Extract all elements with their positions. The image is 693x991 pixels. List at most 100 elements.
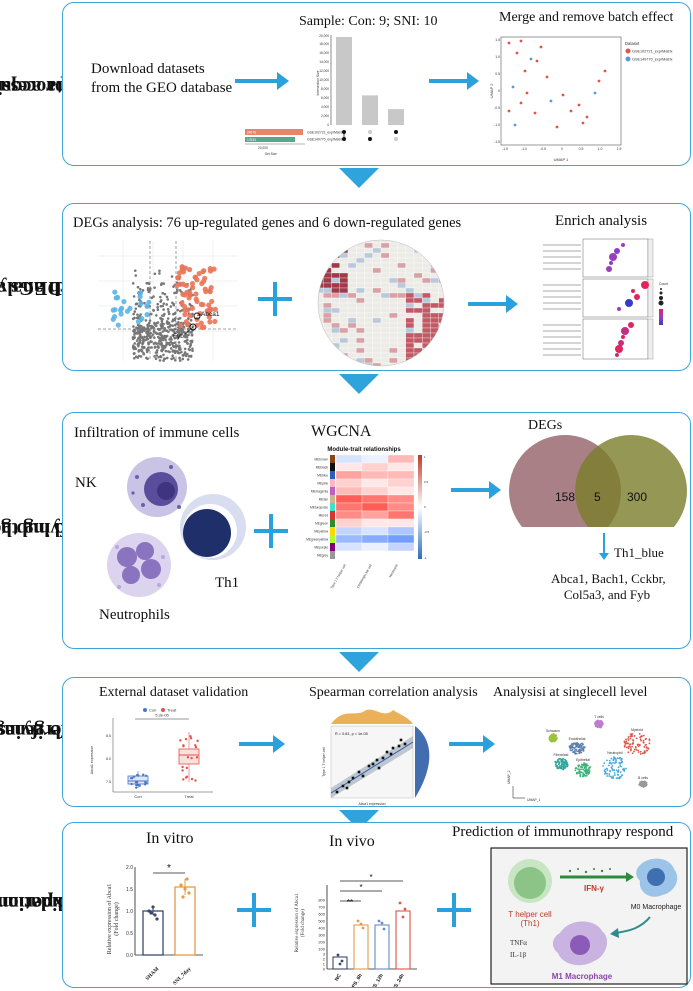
heatmap-cell — [405, 327, 415, 334]
sc-cell-point — [580, 744, 583, 747]
section-label-experimental: Experimentalvalidation — [0, 892, 83, 914]
heatmap-cell — [372, 352, 382, 359]
volcano-point — [177, 341, 181, 344]
heatmap-cell — [318, 252, 324, 259]
volcano-point — [169, 336, 173, 339]
invivo-title: In vivo — [329, 833, 375, 850]
heatmap-cell — [347, 287, 357, 294]
sc-cell-point — [582, 774, 585, 776]
volcano-up-point — [212, 318, 218, 325]
svg-text:0: 0 — [424, 505, 426, 509]
heatmap-cell — [339, 242, 349, 249]
heatmap-cell — [339, 252, 349, 259]
volcano-point — [139, 341, 142, 344]
volcano-point — [133, 336, 137, 339]
sc-cell-point — [563, 766, 566, 769]
sc-cell-point — [623, 741, 626, 744]
heatmap-cell — [372, 267, 382, 274]
heatmap-cell — [438, 317, 444, 324]
sc-cell-point — [598, 722, 601, 725]
sc-cell-point — [579, 746, 581, 748]
flow-down-arrow — [339, 652, 379, 672]
svg-text:8.0: 8.0 — [106, 757, 111, 761]
volcano-up-point — [203, 288, 209, 295]
wgcna-cell — [361, 550, 389, 560]
heatmap-cell — [356, 282, 365, 289]
svg-text:5.3e-05: 5.3e-05 — [155, 713, 169, 718]
sc-cell-point — [551, 738, 554, 740]
spearman-title: Spearman correlation analysis — [309, 685, 478, 700]
heatmap-cell — [397, 297, 406, 304]
sc-cluster-label: Fibroblast — [554, 753, 569, 757]
svg-text:GSE102721_exprMatrix: GSE102721_exprMatrix — [307, 131, 343, 135]
heatmap-cell — [356, 327, 365, 334]
upset-bar — [336, 37, 352, 125]
heatmap-cell — [380, 277, 390, 284]
wgcna-module-label: MEpurple — [314, 546, 328, 550]
volcano-point — [177, 321, 180, 324]
venn-diagram: 158 5 300 — [509, 435, 687, 527]
sc-cell-point — [648, 742, 651, 745]
heatmap-cell — [318, 337, 324, 344]
sc-cell-point — [606, 775, 609, 777]
sc-cell-point — [554, 761, 557, 764]
heatmap-cell — [364, 322, 373, 329]
volcano-point — [166, 317, 170, 320]
volcano-point — [183, 333, 187, 337]
heatmap-cell — [380, 347, 390, 354]
volcano-point — [186, 352, 189, 356]
volcano-point — [186, 327, 190, 331]
heatmap-cell — [380, 302, 390, 309]
heatmap-cell — [318, 262, 324, 269]
svg-text:R = 0.81, p = 1e-05: R = 0.81, p = 1e-05 — [335, 732, 368, 736]
heatmap-cell — [339, 257, 349, 264]
heatmap-cell — [430, 352, 439, 359]
upset-bar — [362, 95, 378, 125]
sc-cell-point — [566, 761, 568, 764]
invivo-ytick: 1 — [323, 962, 326, 967]
volcano-up-point — [206, 302, 212, 308]
sc-cell-point — [627, 739, 630, 741]
volcano-point — [133, 316, 136, 320]
sc-cell-point — [613, 762, 616, 765]
enrich-dot — [618, 340, 624, 346]
heatmap-cell — [339, 307, 349, 314]
heatmap-cell — [389, 342, 398, 349]
heatmap-cell — [331, 242, 340, 249]
heatmap-cell — [347, 342, 357, 349]
boxplot: Con Treat 5.3e-05 Abca1 expression 7.5 8… — [90, 708, 213, 799]
sc-cell-point — [575, 748, 578, 751]
volcano-point — [187, 333, 190, 337]
heatmap-cell — [405, 302, 415, 309]
sc-cell-point — [610, 776, 613, 779]
sc-cell-point — [548, 738, 551, 741]
heatmap-cell — [339, 240, 349, 244]
heatmap-cell — [331, 352, 340, 359]
sc-cluster-label: Endothelial — [569, 737, 586, 741]
sc-cell-point — [586, 768, 588, 771]
heatmap-cell — [323, 257, 332, 264]
heatmap-cell — [364, 297, 373, 304]
heatmap-cell — [397, 292, 406, 299]
sc-cell-point — [616, 757, 619, 760]
heatmap-cell — [331, 332, 340, 339]
volcano-point — [178, 359, 182, 362]
umap-ytick: -0.5 — [494, 106, 500, 110]
volcano-point — [153, 286, 156, 289]
sc-cell-point — [629, 737, 632, 740]
umap-point — [519, 101, 523, 105]
heatmap-cell — [318, 297, 324, 304]
sc-cell-point — [617, 771, 619, 774]
svg-text:4,000: 4,000 — [321, 105, 329, 109]
heatmap-cell — [397, 332, 406, 339]
sc-cell-point — [576, 745, 579, 748]
heatmap-cell — [405, 287, 415, 294]
sc-cell-point — [645, 737, 648, 740]
sc-cell-point — [580, 768, 582, 771]
volcano-up-point — [189, 305, 196, 311]
heatmap — [317, 239, 445, 367]
svg-text:IL-1β: IL-1β — [510, 951, 526, 959]
venn-right-label: Th1_blue — [614, 545, 664, 560]
heatmap-cell — [331, 277, 340, 284]
heatmap-cell — [438, 297, 444, 304]
